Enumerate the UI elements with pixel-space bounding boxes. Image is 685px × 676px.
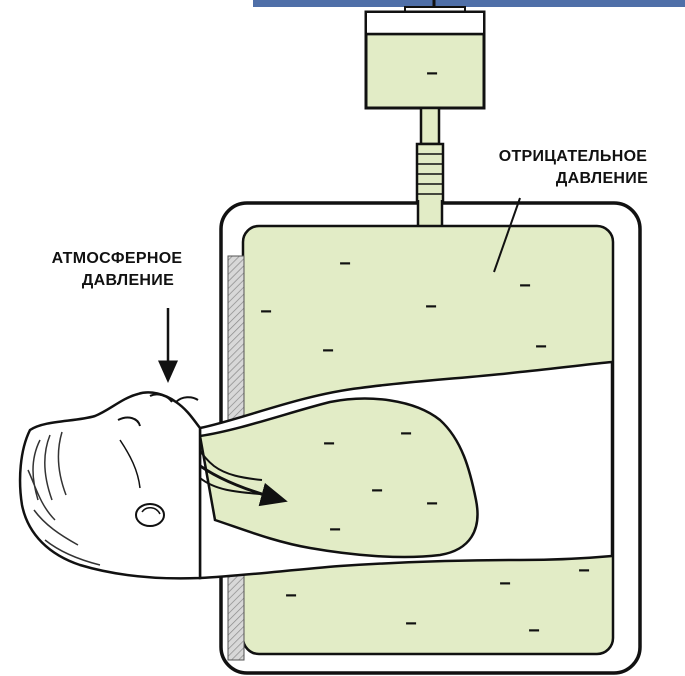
minus-sign: − [425,296,437,318]
minus-sign: − [519,275,531,297]
minus-sign: − [322,340,334,362]
minus-sign: − [426,493,438,515]
minus-sign: − [499,573,511,595]
atmospheric-pressure-line1: АТМОСФЕРНОЕ [12,248,222,270]
pump-chamber [366,0,484,108]
minus-sign: − [578,560,590,582]
minus-sign: − [405,613,417,635]
negative-pressure-line1: ОТРИЦАТЕЛЬНОЕ [462,146,684,168]
minus-sign: − [323,433,335,455]
atmospheric-pressure-line2: ДАВЛЕНИЕ [12,270,222,292]
negative-pressure-label: ОТРИЦАТЕЛЬНОЕ ДАВЛЕНИЕ [462,146,684,190]
minus-sign: − [400,423,412,445]
minus-sign: − [535,336,547,358]
atmospheric-pressure-label: АТМОСФЕРНОЕ ДАВЛЕНИЕ [12,248,222,292]
minus-sign: − [260,301,272,323]
minus-sign: − [285,585,297,607]
minus-sign: − [528,620,540,642]
top-banner [253,0,685,7]
minus-sign: − [371,480,383,502]
minus-sign: − [329,519,341,541]
neck-seal-upper [228,256,244,422]
negative-pressure-line2: ДАВЛЕНИЕ [462,168,684,190]
minus-sign: − [426,63,438,85]
patient-head [20,392,200,578]
minus-sign: − [339,253,351,275]
